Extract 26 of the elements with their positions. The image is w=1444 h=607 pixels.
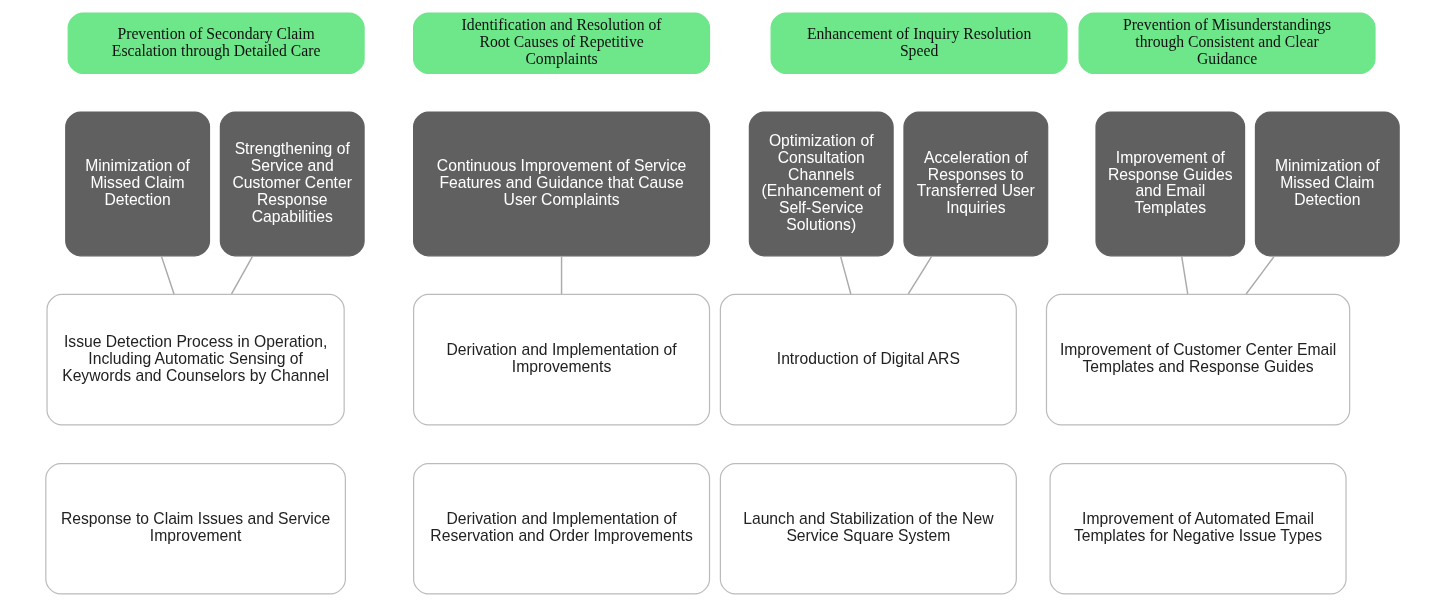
connector: [1180, 255, 1188, 295]
node-box: Optimization of Consultation Channels (Enhancement of Self-Service Solutions): [748, 111, 894, 257]
connector: [230, 255, 253, 295]
node-box: Continuous Improvement of Service Features and Guidance that Cause User Complaints: [412, 111, 710, 257]
node-box: Enhancement of Inquiry Resolution Speed: [770, 12, 1068, 74]
node-box: Derivation and Implementation of Reservation and Order Improvements: [412, 462, 710, 595]
node-box: Strengthening of Service and Customer Center Response Capabilities: [219, 111, 365, 257]
connector: [160, 255, 175, 295]
node-box: Improvement of Automated Email Templates for Negative Issue Types: [1049, 462, 1347, 595]
node-box: Acceleration of Responses to Transferred User Inquiries: [902, 111, 1048, 257]
node-box: Derivation and Implementation of Improvements: [412, 293, 710, 426]
node-box: Launch and Stabilization of the New Service Square System: [719, 462, 1017, 595]
node-box: Minimization of Missed Claim Detection: [64, 111, 210, 257]
connector: [560, 255, 562, 295]
node-box: Improvement of Response Guides and Email Templates: [1094, 111, 1245, 257]
connector: [1244, 255, 1275, 295]
node-box: Prevention of Misunderstandings through Consistent and Clear Guidance: [1078, 12, 1376, 74]
node-box: Prevention of Secondary Claim Escalation through Detailed Care: [67, 12, 365, 74]
node-box: Improvement of Customer Center Email Templates and Response Guides: [1045, 293, 1350, 426]
node-box: Introduction of Digital ARS: [719, 293, 1017, 426]
node-box: Minimization of Missed Claim Detection: [1254, 111, 1400, 257]
node-box: Issue Detection Process in Operation, Including Automatic Sensing of Keywords and Counselors by Channel: [45, 293, 345, 426]
node-box: Response to Claim Issues and Service Improvement: [44, 462, 346, 595]
connector: [907, 255, 933, 295]
node-box: Identification and Resolution of Root Causes of Repetitive Complaints: [412, 12, 710, 74]
connector: [839, 255, 852, 295]
